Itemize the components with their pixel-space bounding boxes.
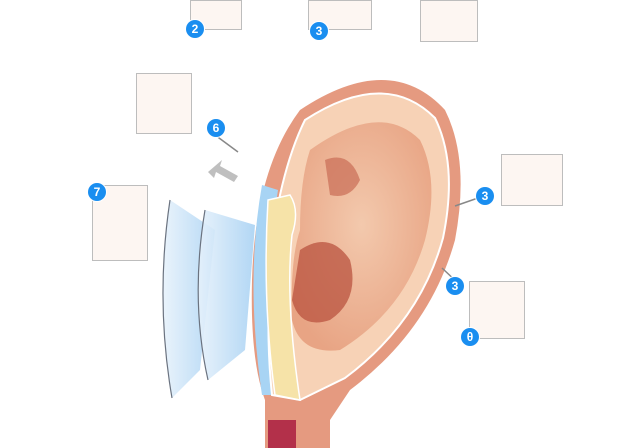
step-badge-3-top: 3	[310, 22, 328, 40]
step-badge-2: 2	[186, 20, 204, 38]
inset-nose	[420, 0, 478, 42]
ear-canal	[268, 420, 296, 448]
inset-step-6	[136, 73, 192, 134]
inset-right-upper	[501, 154, 563, 206]
step-badge-7: 7	[88, 183, 106, 201]
inset-right-lower	[469, 281, 525, 339]
gel-layer-2	[198, 210, 255, 380]
step-badge-3-lower: 3	[446, 277, 464, 295]
step-badge-3-right: 3	[476, 187, 494, 205]
cartilage	[265, 194, 301, 401]
direction-arrow	[208, 160, 238, 182]
step-badge-6: 6	[207, 119, 225, 137]
step-badge-theta: θ	[461, 328, 479, 346]
